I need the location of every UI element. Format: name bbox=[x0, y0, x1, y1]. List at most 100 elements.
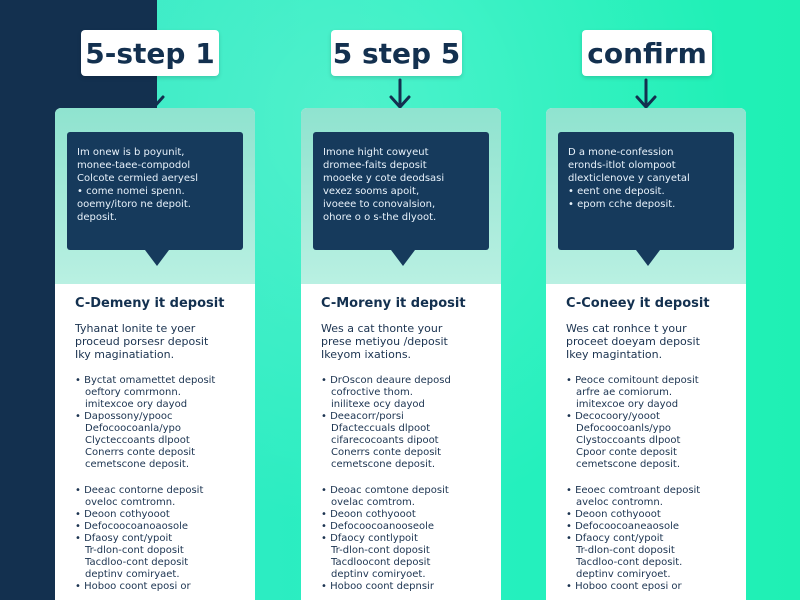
list-item: Decocoory/yooot bbox=[566, 411, 738, 423]
callout-line: ivoeee to conovalsion, bbox=[323, 199, 436, 210]
list-item: cemetscone deposit. bbox=[576, 459, 681, 470]
callout-line: ooemy/itoro ne depoit. bbox=[77, 199, 191, 210]
callout-line: • eent one deposit. bbox=[568, 186, 665, 197]
list-item: aveloc contromn. bbox=[576, 497, 663, 508]
callout-line: Colcote cermied aeryesl bbox=[77, 173, 198, 184]
list-item: inilitexe ocy dayod bbox=[331, 399, 425, 410]
list-item: Hoboo coont eposi or bbox=[75, 581, 247, 593]
list-item: cemetscone deposit. bbox=[85, 459, 190, 470]
callout-line: vexez sooms apoit, bbox=[323, 186, 420, 197]
list-item: Deeac contorne deposit bbox=[75, 485, 247, 497]
list-item: Dapossony/ypooc bbox=[75, 411, 247, 423]
callout-line: deposit. bbox=[77, 212, 118, 223]
list-item: Defocoocoanooseole bbox=[321, 521, 493, 533]
list-item: deptinv comiryaet. bbox=[85, 569, 180, 580]
step-3-body: C-Coneey it deposit Wes cat ronhce t you… bbox=[566, 296, 738, 593]
step-3-callout: D a mone-confession eronds-itlot olompoo… bbox=[558, 132, 734, 266]
list-item: Hoboo coont eposi or bbox=[566, 581, 738, 593]
step-3-heading: C-Coneey it deposit bbox=[566, 296, 710, 311]
list-item: Deeacorr/porsi bbox=[321, 411, 493, 423]
list-item: Conerrs conte deposit bbox=[331, 447, 442, 458]
callout-line: dlexticlenove y canyetal bbox=[568, 173, 690, 184]
callout-line: Im onew is b poyunit, bbox=[77, 147, 185, 158]
list-item: Dfacteccuals dlpoot bbox=[331, 423, 431, 434]
step-2-body: C-Moreny it deposit Wes a cat thonte you… bbox=[321, 296, 493, 593]
step-1-callout: Im onew is b poyunit, monee-taee-compodo… bbox=[67, 132, 243, 266]
list-item: Deoon cothyooot bbox=[75, 509, 247, 521]
intro-line: proceud porsesr deposit bbox=[75, 335, 209, 348]
list-item: Clystoccoants dlpoot bbox=[576, 435, 681, 446]
step-1-intro: Tyhanat lonite te yoer proceud porsesr d… bbox=[75, 322, 247, 361]
list-item: Dfaocy contlypoit bbox=[321, 533, 493, 545]
intro-line: Ikey magintation. bbox=[566, 348, 663, 361]
list-item: Defocoocoanls/ypo bbox=[576, 423, 672, 434]
arrow-down-icon bbox=[388, 78, 412, 112]
callout-line: Imone hight cowyeut bbox=[323, 147, 429, 158]
list-item: Tacdloocont deposit bbox=[331, 557, 431, 568]
intro-line: Iky maginatiation. bbox=[75, 348, 175, 361]
list-item: deptinv comiryoet. bbox=[576, 569, 671, 580]
list-item: imitexcoe ory dayod bbox=[576, 399, 679, 410]
list-item: oeftory comrmonn. bbox=[85, 387, 181, 398]
step-3-intro: Wes cat ronhce t your proceet doeyam dep… bbox=[566, 322, 738, 361]
arrow-down-icon bbox=[142, 78, 166, 112]
list-item: imitexcoe ory dayod bbox=[85, 399, 188, 410]
list-item: ovelac comtrom. bbox=[331, 497, 415, 508]
intro-line: prese metiyou /deposit bbox=[321, 335, 448, 348]
step-2-label[interactable]: 5 step 5 bbox=[331, 30, 462, 76]
intro-line: Wes a cat thonte your bbox=[321, 322, 443, 335]
step-1-panel: Im onew is b poyunit, monee-taee-compodo… bbox=[55, 108, 255, 600]
intro-line: Ikeyom ixations. bbox=[321, 348, 412, 361]
list-item: arfre ae comiorum. bbox=[576, 387, 673, 398]
list-item: Tr-dlon-cont doposit bbox=[85, 545, 184, 556]
callout-line: D a mone-confession bbox=[568, 147, 674, 158]
step-2-heading: C-Moreny it deposit bbox=[321, 296, 466, 311]
step-2-panel: Imone hight cowyeut dromee-faits deposit… bbox=[301, 108, 501, 600]
callout-line: • epom cche deposit. bbox=[568, 199, 676, 210]
list-item: Tacdloo-cont deposit. bbox=[576, 557, 683, 568]
list-item: deptinv comiryoet. bbox=[331, 569, 426, 580]
step-2-callout: Imone hight cowyeut dromee-faits deposit… bbox=[313, 132, 489, 266]
intro-line: proceet doeyam deposit bbox=[566, 335, 700, 348]
list-item: Hoboo coont depnsir bbox=[321, 581, 493, 593]
list-item: Dfaosy cont/ypoit bbox=[75, 533, 247, 545]
list-item: Deoac comtone deposit bbox=[321, 485, 493, 497]
list-item: Eeoec comtroant deposit bbox=[566, 485, 738, 497]
list-item: Defocoocoaneaosole bbox=[566, 521, 738, 533]
list-item: Deoon cothyooot bbox=[566, 509, 738, 521]
list-item: Deoon cothyooot bbox=[321, 509, 493, 521]
callout-line: ohore o o s-the dlyoot. bbox=[323, 212, 437, 223]
list-item: oveloc comtromn. bbox=[85, 497, 176, 508]
callout-line: mooeke y cote deodsasi bbox=[323, 173, 445, 184]
list-item: DrOscon deaure deposd bbox=[321, 375, 493, 387]
intro-line: Wes cat ronhce t your bbox=[566, 322, 687, 335]
list-item: cemetscone deposit. bbox=[331, 459, 436, 470]
list-item: Defocoocoanoaosole bbox=[75, 521, 247, 533]
list-item: Tr-dlon-cont doposit bbox=[331, 545, 430, 556]
list-item: Dfaocy cont/ypoit bbox=[566, 533, 738, 545]
list-item: Conerrs conte deposit bbox=[85, 447, 196, 458]
list-item: cofroctive thom. bbox=[331, 387, 413, 398]
step-1-heading: C-Demeny it deposit bbox=[75, 296, 225, 311]
list-item: Byctat omamettet deposit bbox=[75, 375, 247, 387]
intro-line: Tyhanat lonite te yoer bbox=[75, 322, 196, 335]
list-item: Peoce comitount deposit bbox=[566, 375, 738, 387]
step-3-label[interactable]: confirm bbox=[582, 30, 712, 76]
step-2-intro: Wes a cat thonte your prese metiyou /dep… bbox=[321, 322, 493, 361]
callout-line: eronds-itlot olompoot bbox=[568, 160, 676, 171]
list-item: Defocoocoanla/ypo bbox=[85, 423, 181, 434]
list-item: Cpoor conte deposit bbox=[576, 447, 677, 458]
step-1-label[interactable]: 5-step 1 bbox=[81, 30, 219, 76]
list-item: Tr-dlon-cont doposit bbox=[576, 545, 675, 556]
step-1-body: C-Demeny it deposit Tyhanat lonite te yo… bbox=[75, 296, 247, 593]
list-item: cifarecocoants dipoot bbox=[331, 435, 439, 446]
list-item: Tacdloo-cont deposit bbox=[85, 557, 189, 568]
callout-line: monee-taee-compodol bbox=[77, 160, 191, 171]
arrow-down-icon bbox=[634, 78, 658, 112]
